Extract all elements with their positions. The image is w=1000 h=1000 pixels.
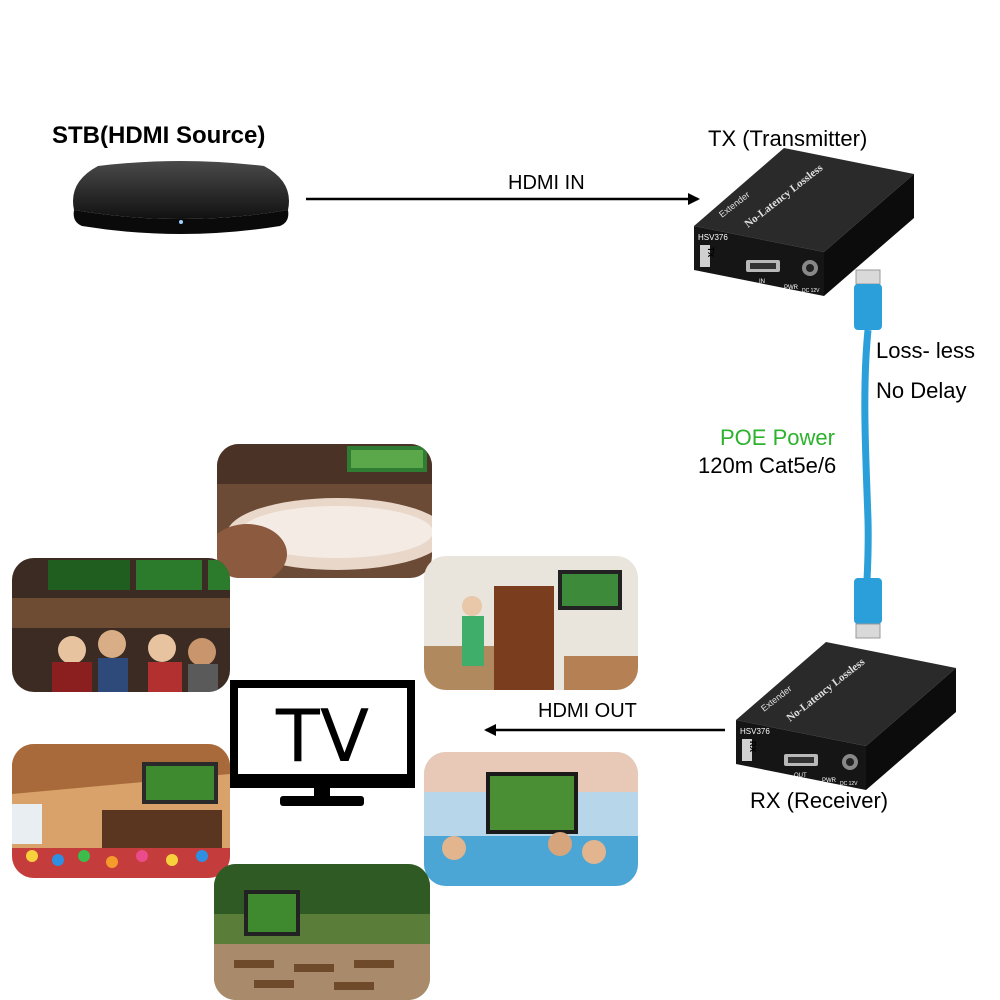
rx-title: RX (Receiver) <box>750 788 889 813</box>
hdmi-in-label: HDMI IN <box>508 172 585 194</box>
tx-transmitter-device: No-Latency Lossless Extender HSV376 TX I… <box>694 148 914 296</box>
tx-port-pwr: PWR <box>784 285 799 291</box>
rx-port-pwr: PWR <box>822 778 837 784</box>
rx-port-out: OUT <box>794 773 807 779</box>
tv-icon: TV <box>230 680 415 810</box>
scene-kitchen-photo <box>424 556 638 690</box>
rx-side-letter: RX <box>748 741 757 753</box>
set-top-box <box>73 161 289 234</box>
scene-outdoor-patio-photo <box>214 864 430 1000</box>
scene-ball-pit-photo <box>12 744 230 878</box>
rx-port-dc: DC 12V <box>840 781 858 787</box>
scene-bathtub-photo <box>217 444 432 578</box>
cable-spec-label: 120m Cat5e/6 <box>698 453 837 478</box>
tx-model: HSV376 <box>698 233 728 242</box>
stb-title: STB(HDMI Source) <box>52 122 266 149</box>
scene-sports-bar-photo <box>12 558 230 692</box>
tv-label: TV <box>275 694 370 778</box>
rx-model: HSV376 <box>740 727 770 736</box>
tx-port-dc: DC 12V <box>802 288 820 294</box>
poe-power-label: POE Power <box>720 425 835 450</box>
tx-title: TX (Transmitter) <box>708 126 868 151</box>
tx-side-letter: TX <box>706 247 715 258</box>
lossless-label: Loss- less <box>876 338 976 363</box>
tx-port-in: IN <box>759 279 765 285</box>
no-delay-label: No Delay <box>876 378 967 403</box>
rx-receiver-device: No-Latency Lossless Extender HSV376 RX O… <box>736 642 956 790</box>
scene-hot-tub-photo <box>424 752 638 886</box>
ethernet-cable <box>854 269 882 639</box>
hdmi-out-label: HDMI OUT <box>538 700 637 722</box>
